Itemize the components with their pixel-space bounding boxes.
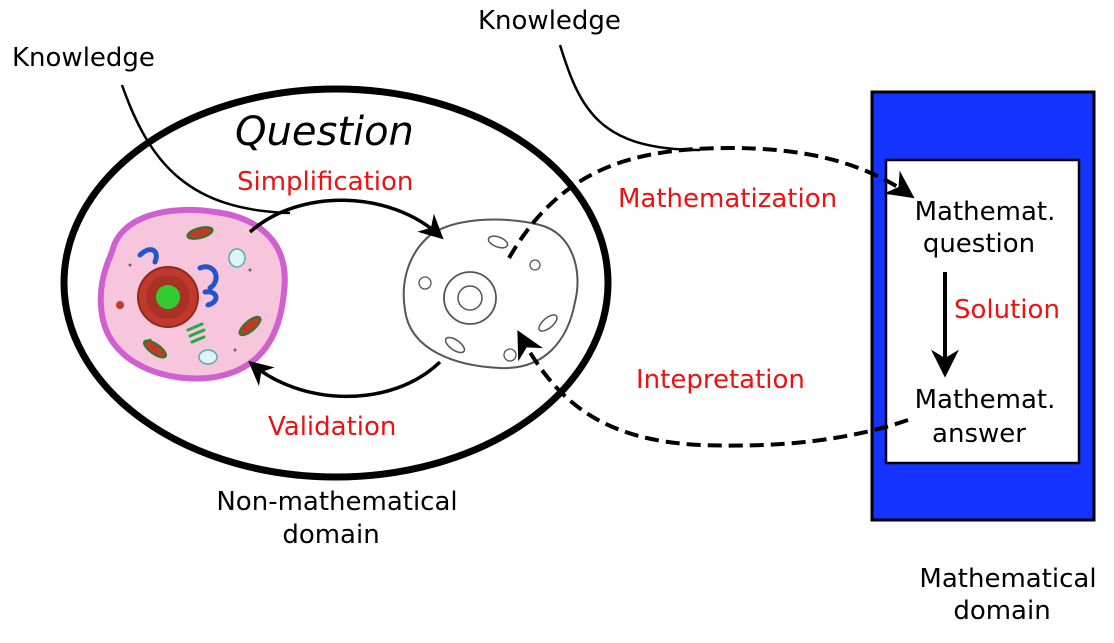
math-domain-line1: Mathematical bbox=[919, 564, 1096, 594]
knowledge-curve-left bbox=[120, 84, 291, 215]
knowledge-label-left: Knowledge bbox=[12, 43, 155, 73]
solution-label: Solution bbox=[954, 295, 1060, 325]
mathematization-arrow bbox=[507, 145, 915, 260]
mathematization-label: Mathematization bbox=[618, 184, 837, 214]
math-question-line2: question bbox=[923, 229, 1035, 259]
math-domain-box bbox=[870, 90, 1096, 522]
math-question-line1: Mathemat. bbox=[915, 197, 1056, 227]
math-domain-line2: domain bbox=[953, 596, 1050, 626]
validation-label: Validation bbox=[268, 412, 396, 442]
knowledge-label-top: Knowledge bbox=[478, 6, 621, 36]
simplification-label: Simplification bbox=[237, 167, 413, 197]
validation-arrow bbox=[248, 360, 442, 399]
question-title: Question bbox=[235, 109, 414, 155]
model-cell-icon bbox=[402, 218, 579, 370]
math-answer-line1: Mathemat. bbox=[915, 385, 1056, 415]
simplification-arrow bbox=[248, 198, 444, 240]
interpretation-label: Intepretation bbox=[636, 365, 805, 395]
interpretation-arrow bbox=[517, 330, 909, 448]
non-math-domain-line1: Non-mathematical bbox=[216, 487, 457, 517]
knowledge-curve-top bbox=[558, 44, 701, 152]
math-answer-line2: answer bbox=[932, 419, 1026, 449]
non-math-domain-line2: domain bbox=[282, 520, 379, 550]
real-cell-icon bbox=[97, 206, 288, 382]
non-math-domain-ellipse bbox=[60, 85, 612, 481]
